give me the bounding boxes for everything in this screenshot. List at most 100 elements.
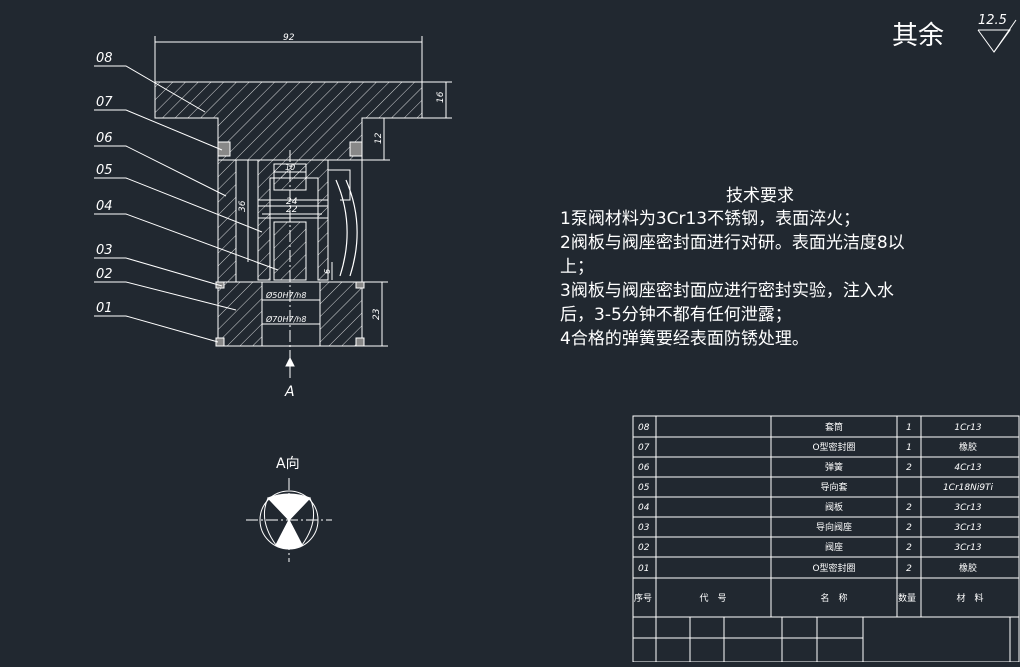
bom-row-03: 03 导向阀座 2 3Cr13: [638, 521, 982, 533]
bom-cell-name: O型密封圈: [812, 441, 855, 453]
bom-cell-material: 1Cr18Ni9Ti: [943, 483, 994, 493]
bom-cell-seq: 05: [638, 483, 650, 493]
part-label-08: 08: [96, 51, 113, 66]
bom-cell-material: 3Cr13: [954, 523, 981, 533]
seal-ring-mid-right: [355, 281, 365, 289]
bom-cell-name: 导向套: [820, 481, 847, 493]
bom-cell-material: 4Cr13: [954, 463, 981, 473]
bom-cell-qty: 2: [906, 564, 912, 574]
bom-cell-qty: 1: [906, 423, 912, 433]
bom-cell-seq: 04: [638, 503, 650, 513]
notes-line-3: 上；: [560, 257, 594, 277]
bom-cell-name: 导向阀座: [816, 521, 852, 533]
leader-07: [94, 109, 223, 151]
bom-cell-seq: 06: [638, 463, 650, 473]
technical-notes: 技术要求 1泵阀材料为3Cr13不锈钢，表面淬火； 2阀板与阀座密封面进行对研。…: [560, 186, 905, 349]
dim-small-gap-text: 6: [323, 269, 332, 274]
part-label-01: 01: [96, 301, 113, 316]
leader-06: [94, 145, 227, 197]
bom-cell-material: 3Cr13: [954, 503, 981, 513]
bom-cell-material: 1Cr13: [954, 423, 981, 433]
leader-08: [94, 65, 206, 113]
bom-cell-seq: 02: [638, 543, 650, 553]
part-label-group: 08 07 06 05 04 03 02 01: [96, 51, 113, 316]
dim-inner-width-text: 24: [286, 197, 298, 207]
view-a-web-1: [267, 493, 311, 521]
bom-cell-name: O型密封圈: [812, 562, 855, 574]
notes-line-2: 2阀板与阀座密封面进行对研。表面光洁度8以: [560, 233, 905, 253]
bom-cell-name: 阀座: [825, 541, 843, 553]
leader-04: [94, 213, 279, 271]
bom-header-row: 序号 代 号 名 称 数量 材 料: [634, 592, 984, 604]
bom-cell-qty: 2: [906, 523, 912, 533]
view-a-web-4: [275, 518, 303, 549]
spring-seat-right: [328, 169, 351, 201]
bom-header-material: 材 料: [956, 592, 983, 604]
leader-05: [94, 177, 263, 233]
part-label-03: 03: [96, 243, 113, 258]
part-label-04: 04: [96, 199, 113, 214]
bom-cell-seq: 07: [638, 443, 650, 453]
bom-row-02: 02 阀座 2 3Cr13: [638, 541, 982, 553]
bom-row-07: 07 O型密封圈 1 橡胶: [638, 441, 977, 453]
view-a: [246, 478, 332, 562]
view-a-title: A向: [276, 456, 300, 472]
bom-cell-name: 套筒: [825, 421, 843, 433]
bom-cell-qty: 1: [906, 443, 912, 453]
seal-ring-bottom-left: [215, 337, 225, 347]
notes-line-6: 4合格的弹簧要经表面防锈处理。: [560, 329, 809, 349]
part-06-spring: [335, 179, 348, 277]
surface-roughness-symbol: 其余 12.5: [892, 13, 1017, 53]
notes-line-4: 3阀板与阀座密封面应进行密封实验，注入水: [560, 281, 894, 301]
dim-top-width-text: 92: [283, 33, 295, 43]
bom-cell-qty: 2: [906, 543, 912, 553]
seal-ring-left: [217, 141, 231, 157]
roughness-check-mark: [977, 29, 1011, 53]
part-label-02: 02: [96, 267, 113, 282]
dim-body-text: 36: [238, 200, 248, 212]
dim-fit-lower-text: Ø70H7/h8: [265, 314, 306, 324]
roughness-label: 其余: [892, 21, 944, 51]
dim-fit-upper-text: Ø50H7/h8: [265, 290, 306, 300]
leader-03: [94, 257, 223, 287]
bom-row-06: 06 弹簧 2 4Cr13: [638, 461, 982, 473]
bom-header-seq: 序号: [634, 592, 652, 604]
view-arrow-head: [285, 356, 295, 367]
bom-row-01: 01 O型密封圈 2 橡胶: [638, 562, 977, 574]
bom-table: [632, 415, 1020, 663]
seal-ring-right: [349, 141, 363, 157]
bom-cell-seq: 08: [638, 423, 650, 433]
bom-row-04: 04 阀板 2 3Cr13: [638, 501, 982, 513]
seat-bore: [261, 281, 321, 347]
dimension-text-group: 92 16 12 36 10 24 22 6 23 Ø50H7/h8 Ø70H7…: [238, 33, 446, 400]
seal-ring-bottom-right: [355, 337, 365, 347]
notes-title: 技术要求: [726, 186, 794, 206]
roughness-leg: [993, 19, 1017, 53]
bom-cell-qty: 2: [906, 463, 912, 473]
bom-header-name: 名 称: [820, 592, 847, 604]
dim-inner-gap-text: 22: [286, 205, 298, 215]
bom-row-08: 08 套筒 1 1Cr13: [638, 421, 982, 433]
leader-01: [94, 315, 219, 343]
bom-cell-seq: 01: [638, 564, 649, 574]
bom-header-qty: 数量: [898, 592, 916, 604]
dim-seat-text: 23: [372, 308, 382, 320]
roughness-value: 12.5: [978, 13, 1007, 28]
bom-cell-qty: 2: [906, 503, 912, 513]
dim-gap-top-text: 10: [285, 163, 295, 172]
bom-row-05: 05 导向套 1Cr18Ni9Ti: [638, 481, 994, 493]
notes-line-1: 1泵阀材料为3Cr13不锈钢，表面淬火；: [560, 209, 860, 229]
part-label-07: 07: [96, 95, 113, 110]
bom-cell-seq: 03: [638, 523, 650, 533]
bom-cell-material: 橡胶: [959, 441, 977, 453]
dim-cap-text: 16: [436, 91, 446, 103]
bom-header-code: 代 号: [699, 593, 726, 604]
part-08-sleeve-cap: [154, 81, 423, 161]
notes-line-5: 后，3-5分钟不都有任何泄露；: [560, 305, 792, 325]
bom-cell-material: 橡胶: [959, 562, 977, 574]
dim-flange-text: 12: [374, 132, 384, 144]
leader-02: [94, 281, 237, 311]
view-arrow-label: A: [284, 384, 295, 400]
part-06-spring-outer: [345, 179, 358, 277]
